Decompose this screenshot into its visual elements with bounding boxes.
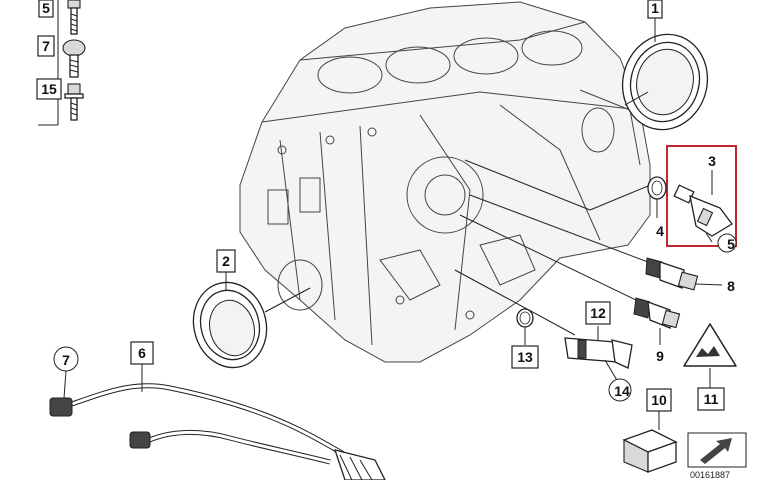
collar-bolt-icon (62, 39, 86, 78)
callout-15-box (36, 78, 62, 100)
callout-8: 8 (727, 278, 735, 294)
callout-5-box (38, 0, 54, 18)
callout-12-box (585, 301, 611, 325)
sensor-o-ring (464, 159, 667, 218)
callout-5-top: 5 (42, 0, 50, 16)
engine-block (239, 1, 651, 363)
warning-triangle-icon (683, 323, 737, 388)
callout-11-box (697, 387, 725, 411)
callout-2: 2 (222, 253, 230, 269)
solenoid-valve (454, 269, 633, 383)
callout-7-box (37, 35, 55, 57)
selected-part-highlight (666, 145, 737, 247)
front-shaft-seal (192, 272, 311, 369)
callout-7-top: 7 (42, 38, 50, 54)
callout-14-circle (608, 378, 632, 402)
bolt-legend: 5 7 15 (36, 0, 86, 126)
callout-9: 9 (656, 348, 664, 364)
callout-13-box (511, 345, 539, 369)
callout-5-circle (717, 233, 737, 253)
callout-15: 15 (41, 81, 57, 97)
callout-1: 1 (651, 0, 659, 16)
rear-shaft-seal (621, 18, 709, 131)
callout-2-box (216, 249, 236, 273)
diagram-code: 00161887 (690, 470, 730, 480)
callout-10: 10 (651, 392, 667, 408)
callout-3: 3 (708, 153, 716, 169)
box-icon (622, 429, 678, 473)
callout-4: 4 (656, 223, 664, 239)
callout-7-circle (53, 346, 79, 372)
callout-14: 14 (614, 383, 630, 399)
callout-5-sensor: 5 (727, 236, 735, 252)
bolt-icon (67, 0, 81, 35)
oil-temperature-sensor (459, 214, 681, 345)
oil-pressure-switch (469, 194, 723, 291)
sealing-ring (516, 308, 534, 345)
callout-13: 13 (517, 349, 533, 365)
callout-12: 12 (590, 305, 606, 321)
callout-1-box (647, 0, 663, 19)
callout-6: 6 (138, 345, 146, 361)
crankshaft-sensor (673, 170, 733, 243)
callout-7-hose: 7 (62, 352, 70, 368)
callout-11: 11 (704, 391, 719, 407)
washer-bolt-icon (64, 83, 84, 121)
arrow-icon (687, 432, 747, 468)
knock-sensor-cable (49, 364, 386, 480)
callout-6-box (130, 341, 154, 365)
